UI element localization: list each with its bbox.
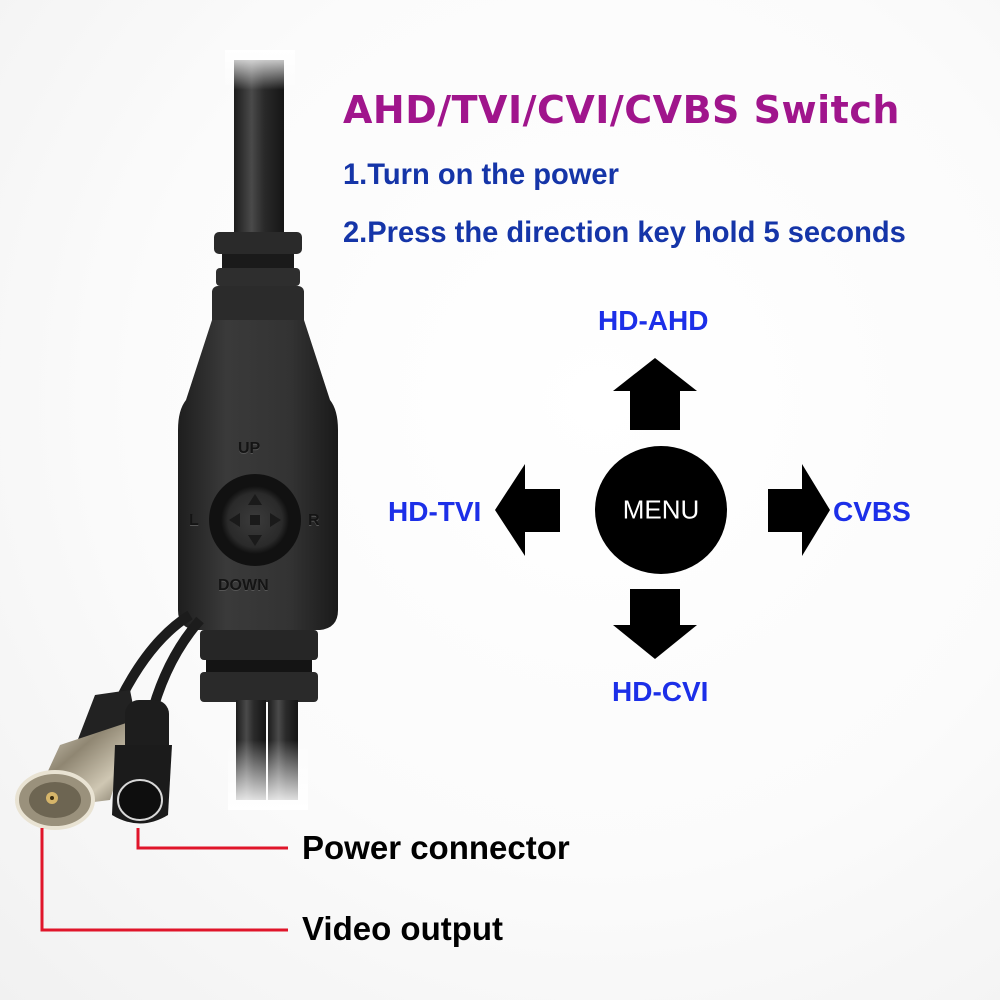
direction-pad-diagram — [495, 358, 830, 659]
instruction-step-2: 2.Press the direction key hold 5 seconds — [343, 216, 906, 249]
mode-label-hd-ahd: HD-AHD — [598, 305, 709, 336]
instruction-step-1: 1.Turn on the power — [343, 158, 619, 191]
mode-label-hd-cvi: HD-CVI — [612, 676, 709, 707]
menu-label: MENU — [622, 494, 700, 525]
bottom-collar — [200, 630, 318, 702]
arrow-left-icon — [495, 464, 560, 556]
mode-label-hd-tvi: HD-TVI — [388, 496, 482, 527]
device-label-left: L — [189, 512, 199, 529]
main-cable — [225, 50, 295, 240]
power-callout-line — [136, 828, 288, 850]
dc-power-connector — [112, 700, 172, 824]
arrow-up-icon — [613, 358, 697, 430]
device-label-up: UP — [238, 440, 261, 457]
joystick-knob[interactable] — [209, 474, 301, 566]
arrow-right-icon — [768, 464, 830, 556]
menu-circle — [595, 446, 727, 574]
strain-relief — [212, 232, 304, 326]
callout-lines — [40, 828, 288, 932]
device-label-down: DOWN — [218, 577, 269, 594]
page-title: AHD/TVI/CVI/CVBS Switch — [343, 88, 900, 132]
bnc-video-connector — [15, 690, 140, 830]
video-output-label: Video output — [302, 910, 504, 947]
power-connector-label: Power connector — [302, 829, 570, 866]
arrow-down-icon — [613, 589, 697, 659]
lower-cables — [228, 700, 308, 810]
video-callout-line — [40, 828, 288, 932]
mode-label-cvbs: CVBS — [833, 496, 911, 527]
device-label-right: R — [308, 512, 320, 529]
